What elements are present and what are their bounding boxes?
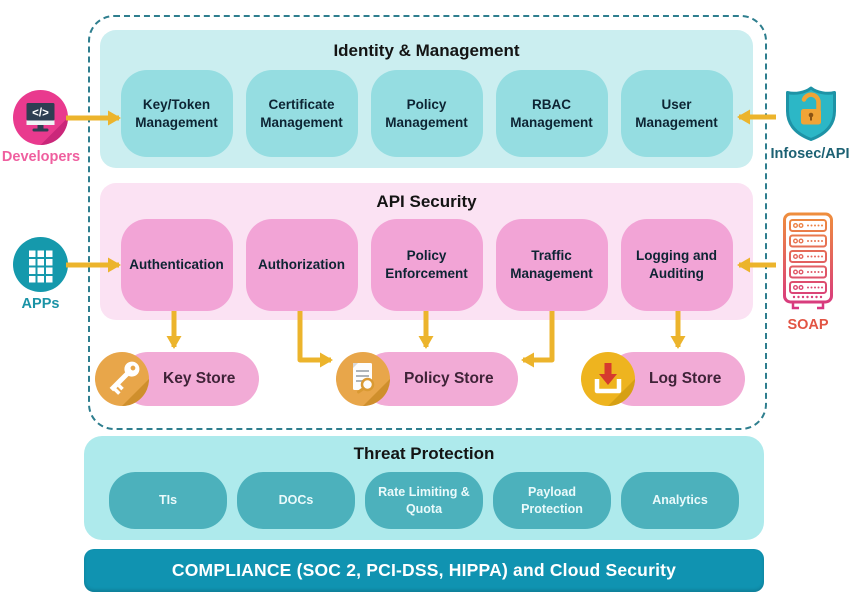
- box-docs: DOCs: [237, 472, 355, 529]
- log-store: Log Store: [581, 352, 746, 406]
- box-rate-limiting-quota: Rate Limiting & Quota: [365, 472, 483, 529]
- box-rbac-management: RBAC Management: [495, 70, 608, 157]
- key-icon: [95, 352, 149, 406]
- box-certificate-management: Certificate Management: [245, 70, 358, 157]
- box-user-management: User Management: [620, 70, 733, 157]
- code-monitor-icon: </>: [13, 90, 68, 145]
- identity-management-title: Identity & Management: [333, 41, 520, 60]
- app-grid-icon: [13, 237, 68, 292]
- developers-label: Developers: [1, 149, 81, 165]
- code-glyph: </>: [32, 108, 49, 120]
- box-analytics: Analytics: [621, 472, 739, 529]
- box-logging-auditing: Logging and Auditing: [620, 219, 733, 311]
- threat-box-row: TIs DOCs Rate Limiting & Quota Payload P…: [84, 472, 764, 529]
- api-security-title: API Security: [376, 192, 477, 211]
- policy-store-label: Policy Store: [362, 352, 518, 406]
- soap-label: SOAP: [787, 317, 829, 333]
- api-box-row: Authentication Authorization Policy Enfo…: [100, 219, 753, 311]
- compliance-bar: COMPLIANCE (SOC 2, PCI-DSS, HIPPA) and C…: [84, 549, 764, 592]
- policy-store: Policy Store: [336, 352, 518, 406]
- shield-lock-icon: [779, 83, 843, 143]
- box-authentication: Authentication: [120, 219, 233, 311]
- dashed-boundary: [88, 15, 767, 430]
- box-authorization: Authorization: [245, 219, 358, 311]
- download-tray-icon: [581, 352, 635, 406]
- box-payload-protection: Payload Protection: [493, 472, 611, 529]
- api-security-panel: API Security Authentication Authorizatio…: [100, 183, 753, 320]
- threat-protection-panel: Threat Protection TIs DOCs Rate Limiting…: [84, 436, 764, 540]
- box-policy-enforcement: Policy Enforcement: [370, 219, 483, 311]
- infosec-api-label: Infosec/API: [770, 146, 850, 162]
- server-rack-icon: [780, 212, 836, 314]
- box-key-token-management: Key/Token Management: [120, 70, 233, 157]
- threat-protection-title: Threat Protection: [353, 444, 495, 463]
- identity-box-row: Key/Token Management Certificate Managem…: [100, 70, 753, 157]
- apps-label: APPs: [21, 296, 60, 312]
- key-store: Key Store: [95, 352, 260, 406]
- identity-management-panel: Identity & Management Key/Token Manageme…: [100, 30, 753, 168]
- box-tis: TIs: [109, 472, 227, 529]
- document-search-icon: [336, 352, 390, 406]
- box-traffic-management: Traffic Management: [495, 219, 608, 311]
- box-policy-management: Policy Management: [370, 70, 483, 157]
